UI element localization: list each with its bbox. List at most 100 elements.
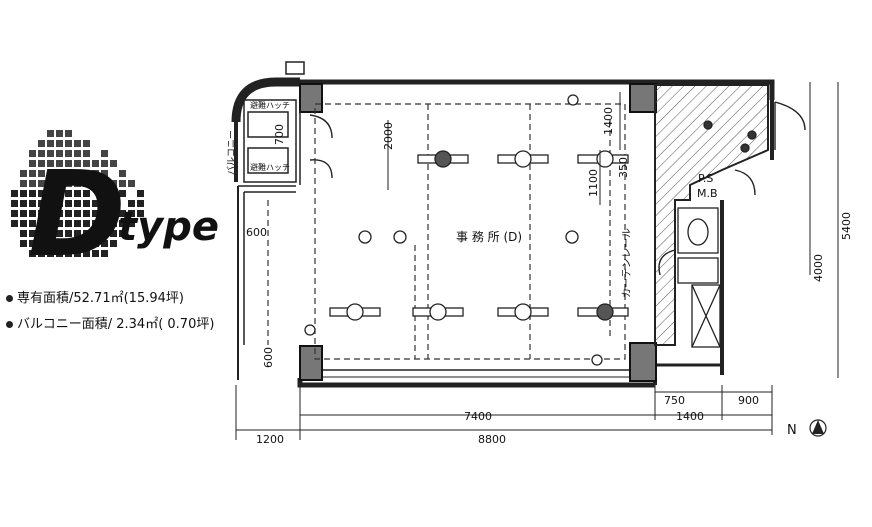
bullet-icon (6, 295, 13, 302)
dim-8800: 8800 (478, 433, 506, 446)
exclusive-area-row: 専有面積/52.71㎡(15.94坪) (6, 287, 184, 306)
mosaic-tile (20, 210, 27, 217)
mosaic-tile (47, 210, 54, 217)
dim-350: 350 (617, 157, 630, 178)
mosaic-tile (56, 250, 63, 257)
mosaic-tile (56, 180, 63, 187)
curtain-rail-label: カーテンレール (621, 228, 633, 298)
mosaic-tile (92, 240, 99, 247)
exclusive-area: 専有面積/52.71㎡(15.94坪) (17, 291, 184, 306)
mosaic-tile (29, 230, 36, 237)
dim-4000: 4000 (812, 254, 825, 282)
mosaic-tile (92, 220, 99, 227)
mosaic-tile (110, 190, 117, 197)
mosaic-tile (29, 170, 36, 177)
mosaic-tile (74, 190, 81, 197)
mosaic-tile (137, 190, 144, 197)
logo-mosaic (11, 130, 144, 257)
mosaic-tile (110, 230, 117, 237)
mosaic-tile (83, 220, 90, 227)
mosaic-tile (65, 210, 72, 217)
dim-600-left: 600 (246, 226, 267, 239)
mosaic-tile (74, 250, 81, 257)
mosaic-tile (65, 190, 72, 197)
dim-2000: 2000 (382, 122, 395, 150)
mosaic-tile (56, 170, 63, 177)
mosaic-tile (101, 150, 108, 157)
mosaic-tile (74, 220, 81, 227)
mosaic-tile (47, 230, 54, 237)
mosaic-tile (38, 160, 45, 167)
mosaic-tile (92, 170, 99, 177)
mosaic-tile (56, 200, 63, 207)
bullet-icon (6, 321, 13, 328)
mosaic-tile (74, 160, 81, 167)
mosaic-tile (83, 160, 90, 167)
mosaic-tile (38, 250, 45, 257)
dim-5400: 5400 (840, 212, 853, 240)
bathroom-fixtures (677, 120, 757, 348)
mosaic-tile (29, 250, 36, 257)
dim-700: 700 (273, 124, 286, 145)
mosaic-tile (47, 130, 54, 137)
mosaic-tile (137, 200, 144, 207)
mosaic-tile (83, 240, 90, 247)
mosaic-tile (65, 240, 72, 247)
mosaic-tile (38, 230, 45, 237)
dimension-lines (235, 82, 839, 440)
mosaic-tile (56, 240, 63, 247)
mosaic-tile (83, 190, 90, 197)
mosaic-tile (29, 150, 36, 157)
balcony-label: バルコニー (226, 130, 237, 175)
mosaic-tile (56, 150, 63, 157)
mosaic-tile (38, 240, 45, 247)
mosaic-tile (101, 190, 108, 197)
mosaic-tile (101, 240, 108, 247)
mosaic-tile (29, 200, 36, 207)
dim-1400-top: 1400 (602, 107, 615, 135)
mosaic-tile (47, 200, 54, 207)
mosaic-tile (65, 200, 72, 207)
mosaic-tile (65, 230, 72, 237)
mosaic-tile (110, 180, 117, 187)
mosaic-tile (47, 250, 54, 257)
mosaic-tile (119, 170, 126, 177)
mosaic-tile (65, 250, 72, 257)
mosaic-tile (29, 220, 36, 227)
mosaic-tile (38, 200, 45, 207)
mosaic-tile (110, 200, 117, 207)
mosaic-tile (74, 200, 81, 207)
structural-columns (299, 83, 657, 382)
balcony-area-row: バルコニー面積/ 2.34㎡( 0.70坪) (6, 313, 214, 332)
mosaic-tile (56, 230, 63, 237)
mosaic-tile (38, 210, 45, 217)
mosaic-tile (101, 230, 108, 237)
mosaic-tile (74, 210, 81, 217)
mosaic-tile (20, 230, 27, 237)
hatch-upper-label: 避難ハッチ (250, 100, 290, 110)
mosaic-tile (56, 190, 63, 197)
north-arrow: N (787, 419, 827, 438)
mosaic-tile (47, 140, 54, 147)
mosaic-tile (65, 150, 72, 157)
mosaic-tile (128, 210, 135, 217)
mosaic-tile (119, 210, 126, 217)
mosaic-tile (74, 180, 81, 187)
mosaic-tile (74, 170, 81, 177)
dim-750: 750 (664, 394, 685, 407)
mosaic-tile (110, 240, 117, 247)
mosaic-tile (20, 220, 27, 227)
mosaic-tile (92, 160, 99, 167)
mosaic-tile (11, 190, 18, 197)
mosaic-tile (56, 140, 63, 147)
mosaic-tile (92, 200, 99, 207)
mosaic-tile (65, 130, 72, 137)
mosaic-tile (83, 230, 90, 237)
mosaic-tile (47, 220, 54, 227)
type-letter: D (28, 145, 126, 283)
mosaic-tile (29, 190, 36, 197)
mosaic-tile (74, 150, 81, 157)
mosaic-tile (119, 230, 126, 237)
mb-label: M.B (697, 187, 718, 200)
mosaic-tile (47, 150, 54, 157)
